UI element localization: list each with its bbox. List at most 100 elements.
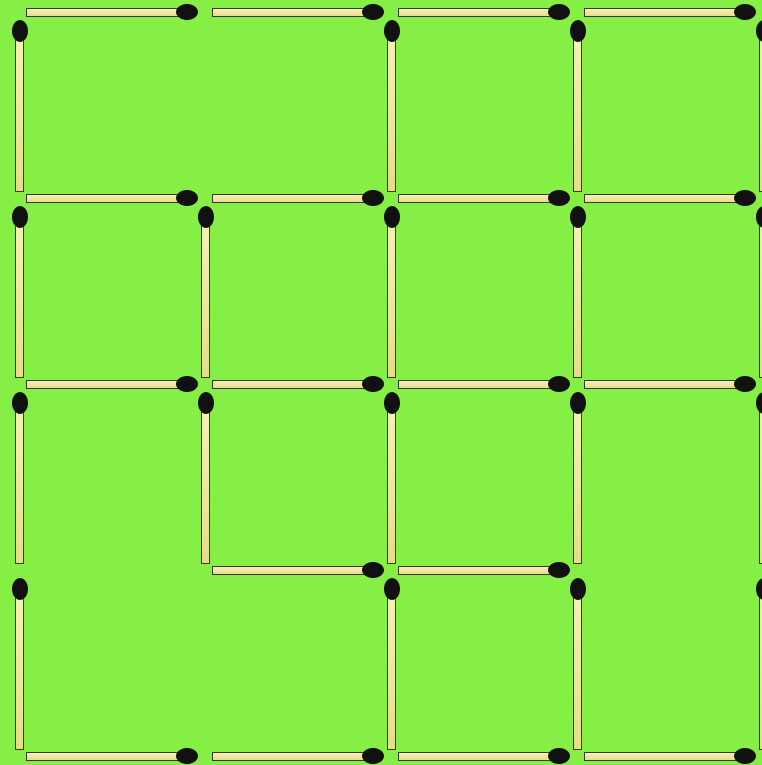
match-head-icon xyxy=(176,190,198,206)
match-stick xyxy=(26,194,180,203)
match-horizontal[interactable] xyxy=(398,190,570,206)
match-stick xyxy=(201,224,210,378)
match-head-icon xyxy=(384,392,400,414)
match-stick xyxy=(15,596,24,750)
match-stick xyxy=(212,8,366,17)
match-stick xyxy=(26,752,180,761)
match-horizontal[interactable] xyxy=(212,748,384,764)
match-head-icon xyxy=(570,392,586,414)
match-stick xyxy=(212,752,366,761)
match-stick xyxy=(398,8,552,17)
match-horizontal[interactable] xyxy=(584,376,756,392)
match-head-icon xyxy=(548,562,570,578)
match-head-icon xyxy=(12,206,28,228)
match-vertical[interactable] xyxy=(12,578,28,750)
match-horizontal[interactable] xyxy=(398,562,570,578)
match-vertical[interactable] xyxy=(12,20,28,192)
match-stick xyxy=(573,596,582,750)
match-vertical[interactable] xyxy=(756,206,762,378)
match-horizontal[interactable] xyxy=(26,190,198,206)
match-stick xyxy=(573,410,582,564)
match-horizontal[interactable] xyxy=(212,4,384,20)
match-head-icon xyxy=(384,578,400,600)
match-stick xyxy=(398,380,552,389)
match-vertical[interactable] xyxy=(570,20,586,192)
match-head-icon xyxy=(734,376,756,392)
match-vertical[interactable] xyxy=(384,206,400,378)
match-horizontal[interactable] xyxy=(584,748,756,764)
match-head-icon xyxy=(570,206,586,228)
match-stick xyxy=(584,194,738,203)
match-head-icon xyxy=(384,206,400,228)
match-stick xyxy=(26,380,180,389)
match-stick xyxy=(201,410,210,564)
match-head-icon xyxy=(176,376,198,392)
match-head-icon xyxy=(548,748,570,764)
match-vertical[interactable] xyxy=(384,20,400,192)
match-head-icon xyxy=(756,20,762,42)
match-horizontal[interactable] xyxy=(212,376,384,392)
match-vertical[interactable] xyxy=(570,392,586,564)
match-vertical[interactable] xyxy=(12,392,28,564)
match-stick xyxy=(387,38,396,192)
match-stick xyxy=(387,224,396,378)
match-stick xyxy=(573,38,582,192)
match-vertical[interactable] xyxy=(198,206,214,378)
match-vertical[interactable] xyxy=(384,578,400,750)
match-stick xyxy=(212,194,366,203)
match-horizontal[interactable] xyxy=(212,562,384,578)
match-horizontal[interactable] xyxy=(212,190,384,206)
match-vertical[interactable] xyxy=(570,578,586,750)
match-head-icon xyxy=(362,748,384,764)
match-head-icon xyxy=(198,206,214,228)
match-head-icon xyxy=(176,4,198,20)
match-head-icon xyxy=(756,206,762,228)
match-vertical[interactable] xyxy=(570,206,586,378)
match-horizontal[interactable] xyxy=(26,4,198,20)
match-stick xyxy=(26,8,180,17)
match-horizontal[interactable] xyxy=(26,376,198,392)
match-horizontal[interactable] xyxy=(398,4,570,20)
match-stick xyxy=(387,596,396,750)
match-vertical[interactable] xyxy=(756,392,762,564)
match-stick xyxy=(15,38,24,192)
match-head-icon xyxy=(362,376,384,392)
match-head-icon xyxy=(734,4,756,20)
match-head-icon xyxy=(362,562,384,578)
match-stick xyxy=(212,566,366,575)
match-vertical[interactable] xyxy=(198,392,214,564)
match-head-icon xyxy=(548,190,570,206)
match-head-icon xyxy=(198,392,214,414)
match-vertical[interactable] xyxy=(12,206,28,378)
match-head-icon xyxy=(12,578,28,600)
match-head-icon xyxy=(570,20,586,42)
match-vertical[interactable] xyxy=(756,20,762,192)
match-head-icon xyxy=(362,190,384,206)
match-head-icon xyxy=(548,376,570,392)
match-stick xyxy=(573,224,582,378)
match-head-icon xyxy=(384,20,400,42)
match-stick xyxy=(387,410,396,564)
match-horizontal[interactable] xyxy=(26,748,198,764)
match-horizontal[interactable] xyxy=(584,190,756,206)
match-head-icon xyxy=(734,748,756,764)
match-vertical[interactable] xyxy=(756,578,762,750)
match-stick xyxy=(398,752,552,761)
match-head-icon xyxy=(734,190,756,206)
match-horizontal[interactable] xyxy=(398,376,570,392)
match-head-icon xyxy=(756,392,762,414)
match-stick xyxy=(15,224,24,378)
match-stick xyxy=(584,380,738,389)
match-horizontal[interactable] xyxy=(398,748,570,764)
match-head-icon xyxy=(756,578,762,600)
match-horizontal[interactable] xyxy=(584,4,756,20)
match-head-icon xyxy=(570,578,586,600)
match-head-icon xyxy=(548,4,570,20)
match-stick xyxy=(584,752,738,761)
match-stick xyxy=(398,194,552,203)
match-vertical[interactable] xyxy=(384,392,400,564)
match-stick xyxy=(398,566,552,575)
match-head-icon xyxy=(176,748,198,764)
match-head-icon xyxy=(362,4,384,20)
